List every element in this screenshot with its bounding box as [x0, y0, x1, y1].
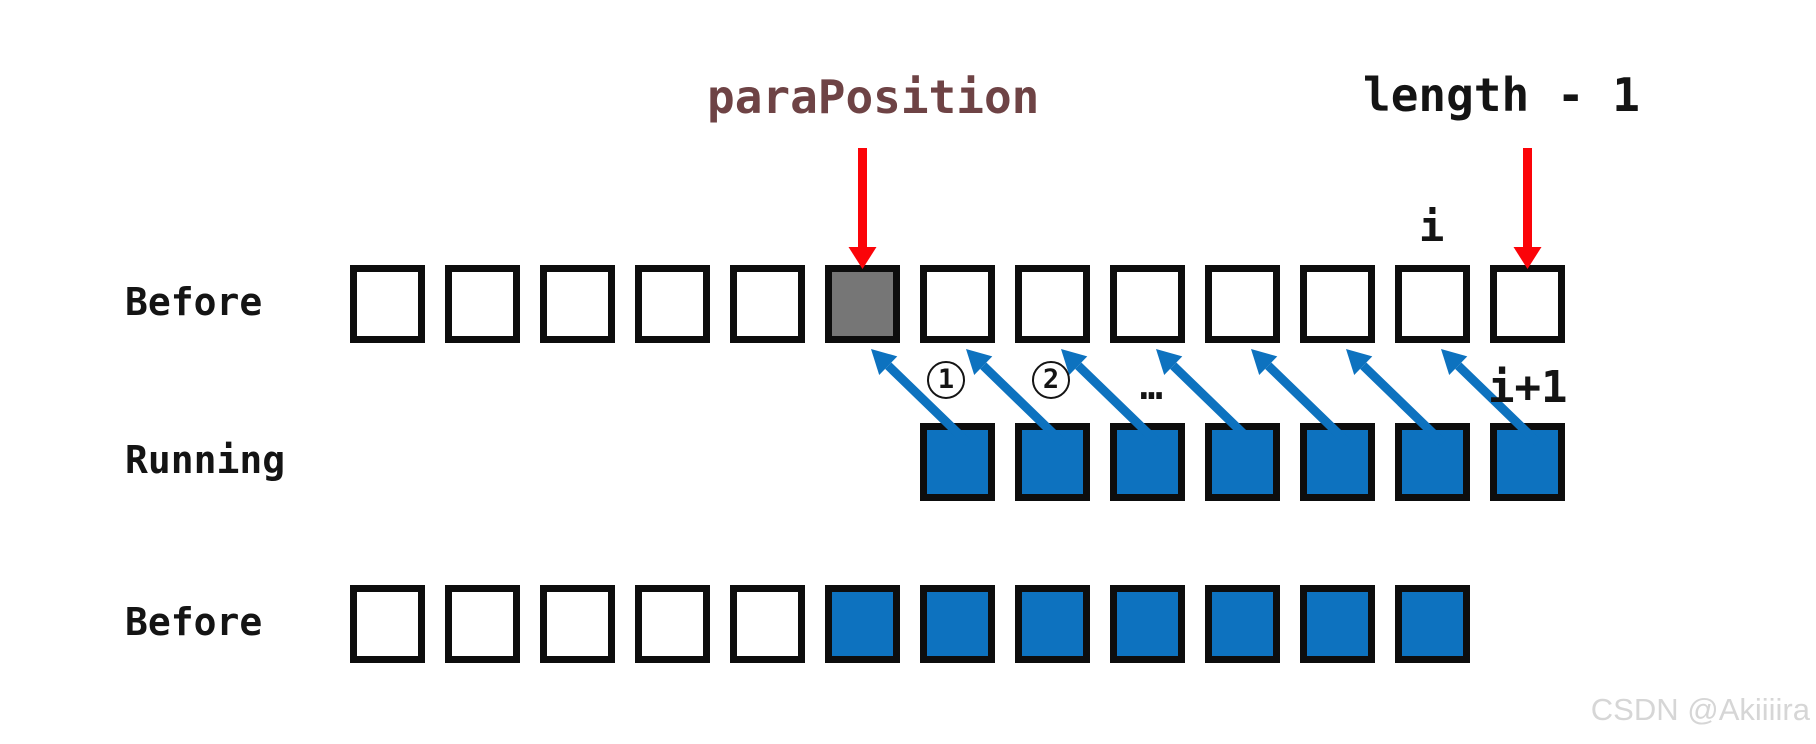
- array-cell-filled: [920, 423, 995, 501]
- step-2-badge: 2: [1032, 361, 1070, 399]
- array-cell-empty: [730, 265, 805, 343]
- paraposition-label: paraPosition: [707, 70, 1040, 124]
- array-cell-filled: [1015, 585, 1090, 663]
- array-cell-empty: [1015, 265, 1090, 343]
- step-1-badge: 1: [927, 361, 965, 399]
- running-row-label: Running: [125, 438, 286, 482]
- ellipsis-label: …: [1140, 364, 1165, 408]
- before-row-2-label: Before: [125, 600, 263, 644]
- array-cell-empty: [350, 585, 425, 663]
- array-cell-empty: [920, 265, 995, 343]
- array-cell-empty: [1110, 265, 1185, 343]
- array-cell-filled: [1490, 423, 1565, 501]
- array-cell-filled: [920, 585, 995, 663]
- array-cell-empty: [1395, 265, 1470, 343]
- array-cell-empty: [730, 585, 805, 663]
- red-pointer-arrow: [848, 148, 877, 269]
- array-cell-empty: [1490, 265, 1565, 343]
- array-cell-empty: [350, 265, 425, 343]
- array-cell-filled: [1300, 585, 1375, 663]
- length-minus-1-label: length - 1: [1363, 68, 1640, 122]
- array-cell-empty: [540, 585, 615, 663]
- before-row-1-label: Before: [125, 280, 263, 324]
- index-i-label: i: [1419, 202, 1445, 251]
- array-cell-empty: [540, 265, 615, 343]
- array-cell-filled: [1300, 423, 1375, 501]
- array-cell-empty: [635, 585, 710, 663]
- array-cell-filled: [1110, 423, 1185, 501]
- array-cell-filled: [1205, 423, 1280, 501]
- array-cell-empty: [445, 585, 520, 663]
- array-cell-empty: [635, 265, 710, 343]
- array-cell-filled: [1205, 585, 1280, 663]
- array-cell-filled: [1395, 585, 1470, 663]
- red-pointer-arrow: [1513, 148, 1542, 269]
- array-cell-filled: [1395, 423, 1470, 501]
- array-cell-empty: [1205, 265, 1280, 343]
- index-i-plus-1-label: i+1: [1488, 362, 1568, 413]
- array-cell-empty: [445, 265, 520, 343]
- array-cell-empty: [1300, 265, 1375, 343]
- watermark: CSDN @Akiiiira: [1590, 692, 1810, 727]
- array-cell-filled: [1110, 585, 1185, 663]
- array-cell-filled: [825, 585, 900, 663]
- array-cell-removed: [825, 265, 900, 343]
- array-cell-filled: [1015, 423, 1090, 501]
